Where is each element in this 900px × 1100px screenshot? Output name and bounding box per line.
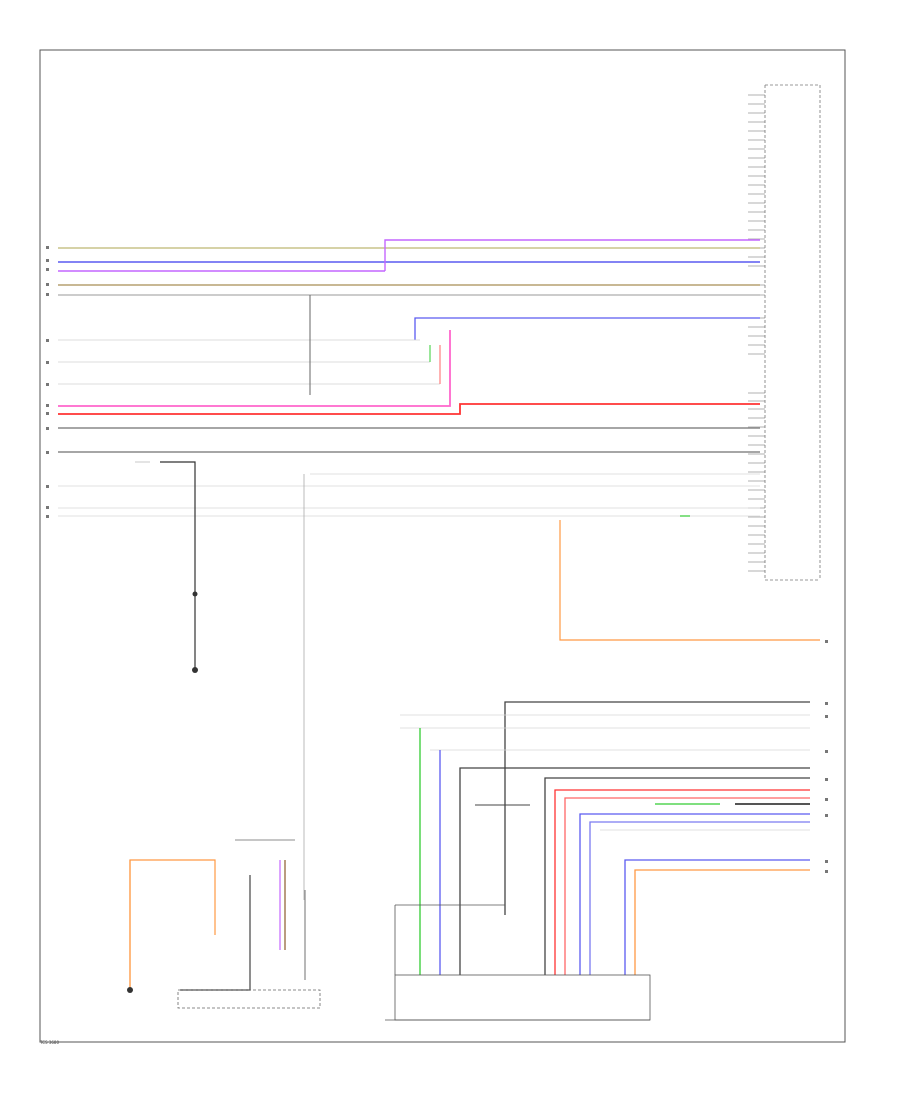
speed-sensor-branch <box>135 461 198 673</box>
wire-pink-main <box>58 330 451 407</box>
wire-red-low-2 <box>564 797 810 975</box>
wire-orange-tcm-drop <box>559 520 820 641</box>
pin-number-marks <box>46 246 828 873</box>
wire-dark-top <box>504 701 810 915</box>
wire-violet-1-riser <box>384 239 760 271</box>
middle-wire-bundle <box>58 317 760 517</box>
wire-dark-2 <box>544 777 810 975</box>
top-wire-bundle <box>58 239 760 296</box>
wire-blue-low-4 <box>624 859 810 975</box>
lower-connector-bundle <box>400 701 810 975</box>
wire-blue-2 <box>414 317 760 340</box>
wire-blue-low-3 <box>589 821 810 975</box>
tcm-connector <box>748 84 821 581</box>
wire-dark-mid <box>459 767 810 975</box>
wire-red-main <box>58 403 760 415</box>
diagram-code: TCS 3680 <box>40 1040 59 1045</box>
wire-orange-low <box>634 869 810 975</box>
tcm-pin-stubs <box>748 94 765 572</box>
wire-red-low <box>554 789 810 975</box>
module-connector-housing <box>385 904 651 1021</box>
lower-left-component <box>127 839 321 1009</box>
diagram-frame <box>39 49 846 1043</box>
wire-blue-low-2 <box>579 813 810 975</box>
